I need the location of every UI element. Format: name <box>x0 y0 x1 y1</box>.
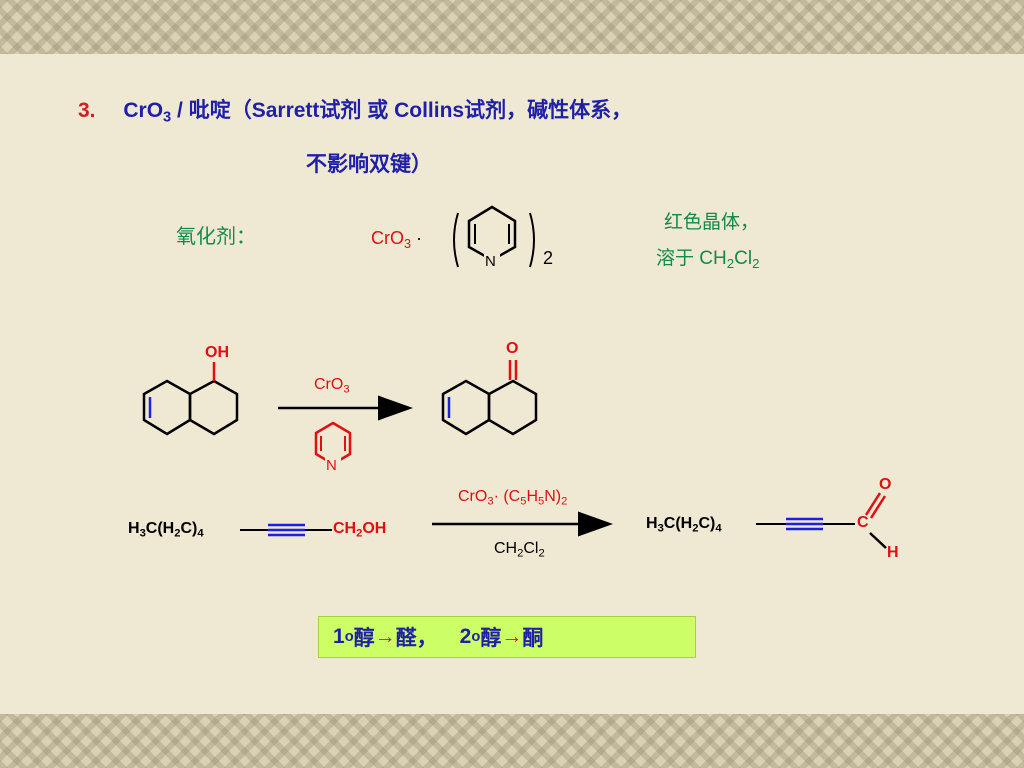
r2p-co-bond-1 <box>864 492 882 516</box>
heading-formula-sub: 3 <box>163 109 172 126</box>
r2-product-sub1: 3 <box>657 522 664 535</box>
heading-line-1: 3. CrO3 / 吡啶（Sarrett试剂 或 Collins试剂，碱性体系， <box>78 94 632 125</box>
reaction2-reactant-alcohol: CH2OH <box>333 520 386 539</box>
summary-ketone: 酮 <box>522 627 544 650</box>
r2-product-mid: C(H <box>663 515 693 532</box>
reaction2-reactant-chain: H3C(H2C)4 <box>128 520 204 539</box>
reaction1-pyridine-n-mask <box>325 456 341 471</box>
summary-primary-alcohol: 醇 <box>353 627 375 650</box>
oxidant-note-sub1: 2 <box>726 255 735 271</box>
oxidant-note-line-1: 红色晶体， <box>664 212 760 233</box>
reactant-oh-label: OH <box>205 344 229 361</box>
oxidant-note-prefix: 溶于 CH <box>656 248 727 269</box>
r2-reagent-mid: · (C <box>493 488 521 505</box>
r2-reagent-sub3: 5 <box>538 495 545 508</box>
oxidant-label: 氧化剂： <box>176 226 256 248</box>
summary-primary-num: 1 <box>333 625 345 648</box>
product-bicyclic-ketone <box>441 360 538 436</box>
r2-reagent-end: N) <box>544 488 562 505</box>
summary-secondary-alcohol: 醇 <box>480 627 502 650</box>
product-ring-right <box>487 379 538 436</box>
oxidant-formula-sub: 3 <box>404 236 412 251</box>
summary-arrow-1: → <box>374 625 396 648</box>
r2-product-end: C) <box>698 515 716 532</box>
right-bracket <box>529 212 535 268</box>
oxidant-pyridine: N <box>453 205 535 270</box>
summary-primary-sup: o <box>344 629 354 645</box>
r2-solvent-cl: Cl <box>523 540 539 557</box>
reaction2-product-o: O <box>879 476 892 493</box>
r2-alcohol-oh: OH <box>362 520 387 537</box>
oxidant-note-line-2: 溶于 CH2Cl2 <box>656 243 760 271</box>
left-bracket <box>453 212 459 268</box>
reactant-ring-right <box>188 379 239 436</box>
reaction1-reagent: CrO3 <box>314 376 350 395</box>
reaction2-product-chain: H3C(H2C)4 <box>646 515 722 534</box>
oxidant-coefficient: 2 <box>543 248 554 268</box>
r2-reactant-sub2: 2 <box>174 527 181 540</box>
reaction1-reagent-sub: 3 <box>343 383 350 396</box>
summary-aldehyde: 醛， <box>395 627 438 650</box>
reaction2-product-h: H <box>887 544 899 561</box>
summary-secondary-sup: o <box>471 629 481 645</box>
reaction2-reagent-bottom: CH2Cl2 <box>494 540 545 559</box>
r2-alcohol-ch: CH <box>333 520 357 537</box>
r2-reactant-mid: C(H <box>145 520 175 537</box>
r2-reagent-sub4: 2 <box>561 495 568 508</box>
oxidant-formula-main: CrO <box>371 228 404 248</box>
product-ketone-o-label: O <box>506 340 519 357</box>
heading-line-2: 不影响双键） <box>306 153 432 176</box>
heading-text: / 吡啶（Sarrett试剂 或 Collins试剂，碱性体系， <box>171 99 633 122</box>
reaction2-reactant-alkyne <box>240 523 332 537</box>
r2-reactant-sub1: 3 <box>139 527 146 540</box>
r2-reactant-end: C) <box>180 520 198 537</box>
pyridine-n: N <box>485 253 496 270</box>
heading-formula: CrO <box>123 99 164 122</box>
decorative-border-bottom <box>0 714 1024 768</box>
reactant-bicyclic-alcohol <box>142 362 239 436</box>
summary-arrow-2: → <box>501 625 523 648</box>
reaction2-reagent-top: CrO3· (C5H5N)2 <box>458 488 567 507</box>
reaction1-pyridine: N <box>314 421 352 474</box>
reaction2-product-c: C <box>857 514 869 531</box>
r2p-co-bond-2 <box>869 495 887 519</box>
summary-secondary-num: 2 <box>459 625 472 648</box>
r2-solvent-sub2: 2 <box>538 547 545 560</box>
oxidant-formula: CrO3 · <box>371 228 422 251</box>
oxidant-note-mid: Cl <box>734 248 753 269</box>
r2p-ch-bond <box>869 532 887 549</box>
r2-reagent-sub1: 3 <box>487 495 494 508</box>
r2-product-sub3: 4 <box>715 522 722 535</box>
r2-reactant-sub3: 4 <box>197 527 204 540</box>
r2-alcohol-sub: 2 <box>356 527 363 540</box>
r2-reactant-h: H <box>128 520 140 537</box>
reaction1-pyridine-n: N <box>326 457 337 474</box>
pyridine-n-mask <box>484 252 500 268</box>
decorative-border-top <box>0 0 1024 54</box>
r2-product-sub2: 2 <box>692 522 699 535</box>
r2-reagent-sub2: 5 <box>520 495 527 508</box>
r2-product-h: H <box>646 515 658 532</box>
heading-number: 3. <box>78 99 96 122</box>
r2-reagent-mid2: H <box>526 488 539 505</box>
reaction1-reagent-main: CrO <box>314 376 344 393</box>
oxidant-formula-dot: · <box>411 228 423 248</box>
reaction2-product-alkynal <box>756 492 887 549</box>
r2-reagent-cro: CrO <box>458 488 488 505</box>
oxidant-note-sub2: 2 <box>752 255 760 271</box>
r2-solvent-sub1: 2 <box>517 547 524 560</box>
r2-solvent-ch: CH <box>494 540 518 557</box>
